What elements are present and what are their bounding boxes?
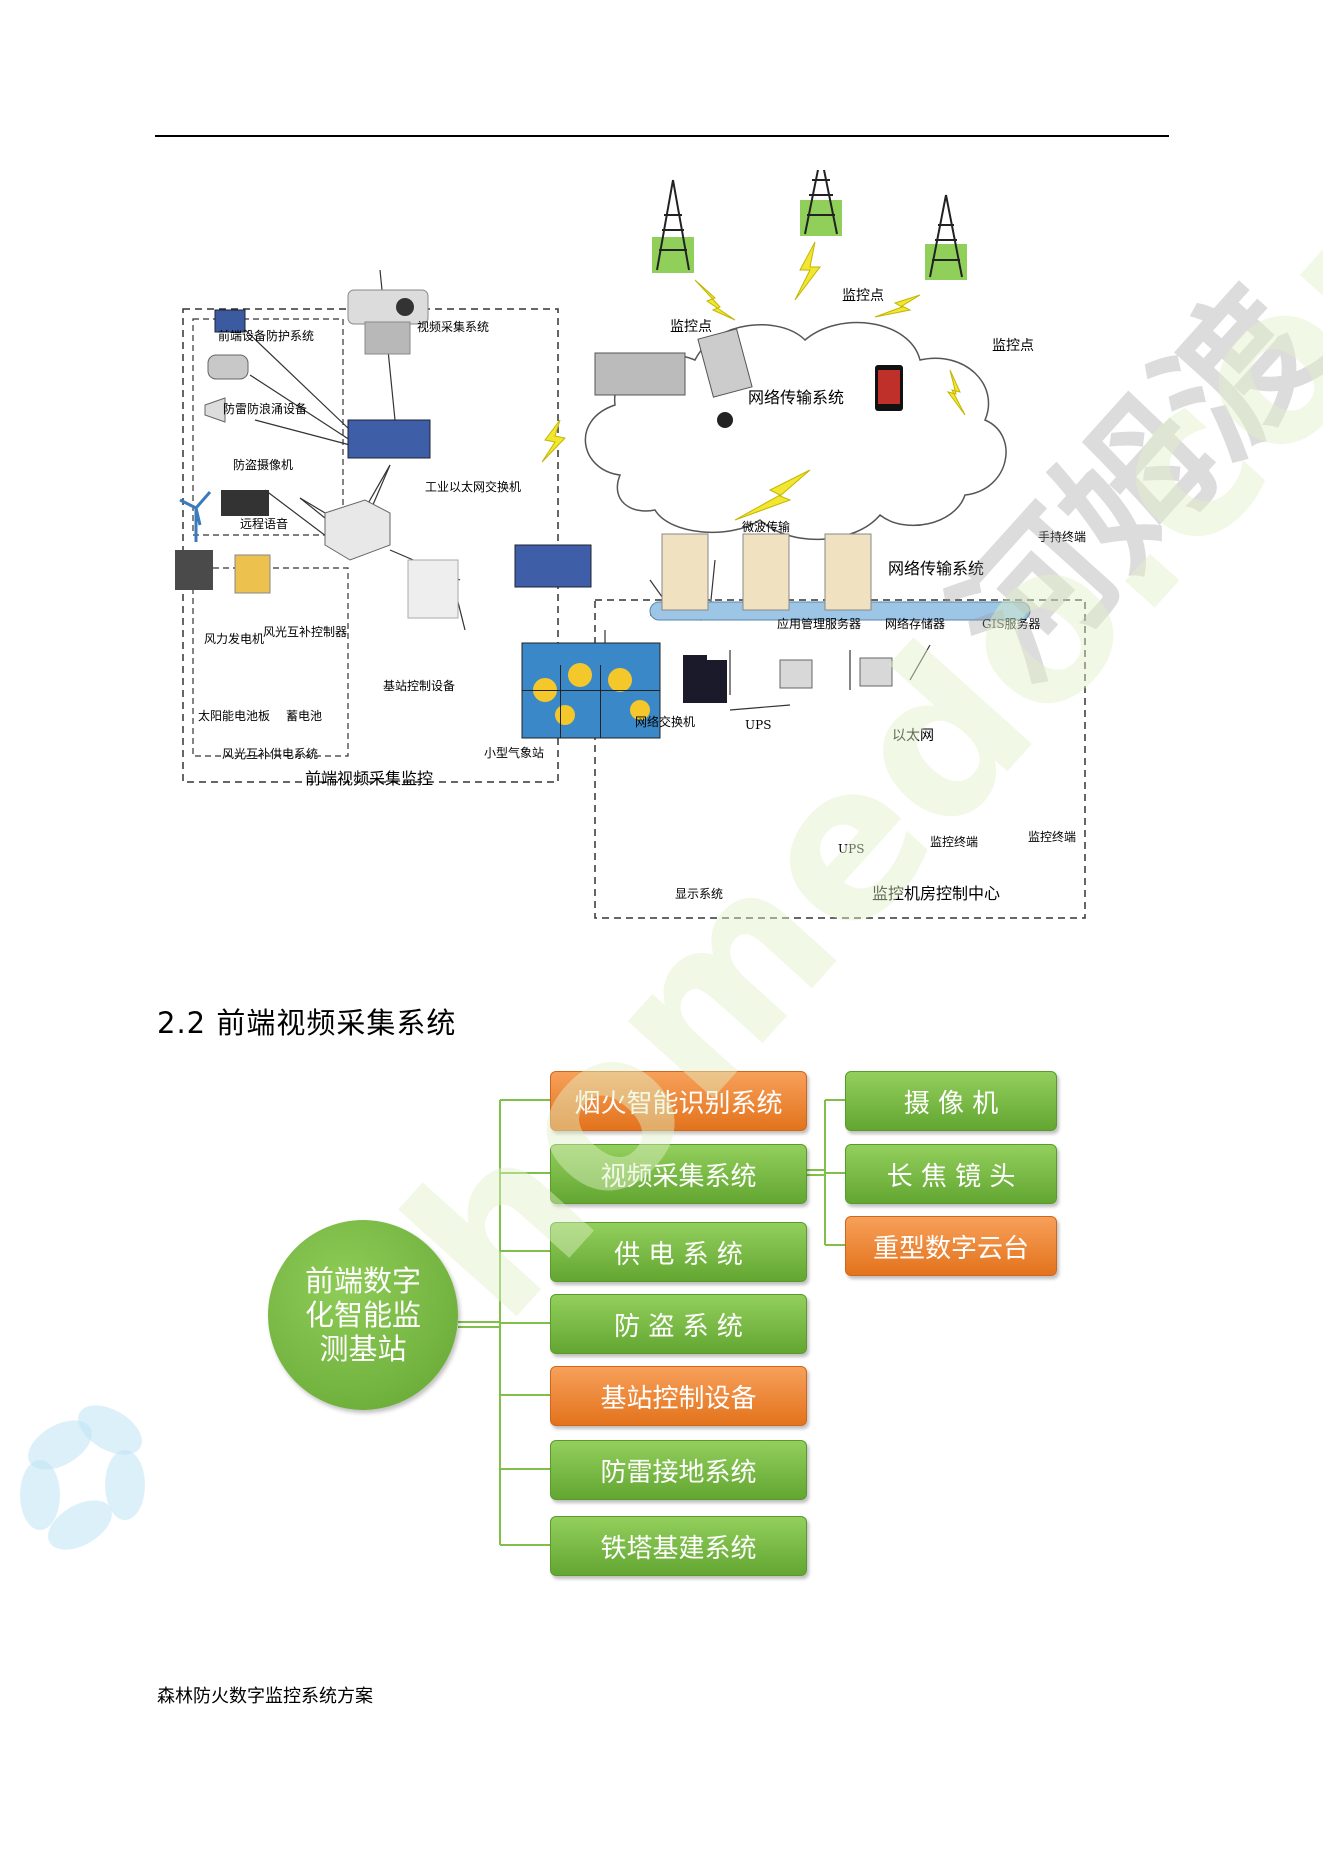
front-station-tree: 前端数字 化智能监 测基站 烟火智能识别系统视频采集系统供 电 系 统防 盗 系…: [260, 1065, 1060, 1585]
weather-station-icon: [407, 559, 459, 619]
label-display-system: 显示系统: [675, 887, 724, 901]
tree-connectors: [458, 1099, 845, 1546]
tree-subnode: 重型数字云台: [845, 1216, 1057, 1276]
tree-node: 基站控制设备: [550, 1366, 807, 1426]
tree-node: 供 电 系 统: [550, 1222, 807, 1282]
section-title: 2.2 前端视频采集系统: [157, 1006, 457, 1040]
label-antitheft-camera: 防盗摄像机: [233, 458, 294, 472]
lightning-bolt-2: [794, 241, 822, 301]
label-wind-generator: 风力发电机: [204, 632, 265, 646]
surge-protector-icon: [214, 309, 246, 333]
label-network-switch: 网络交换机: [635, 715, 696, 729]
lightning-bolt-1: [694, 279, 736, 321]
control-center-box: [594, 599, 1086, 919]
protection-box: [192, 318, 344, 536]
tree-node: 视频采集系统: [550, 1144, 807, 1204]
footer-text: 森林防火数字监控系统方案: [157, 1686, 373, 1707]
station-control-icon: [324, 499, 391, 561]
tower-3: [925, 194, 967, 280]
microwave-device-icon: [594, 352, 686, 396]
solar-panel-icon: [175, 550, 213, 590]
battery-icon: [234, 554, 271, 594]
tower-1: [652, 179, 694, 273]
tree-subnode: 摄 像 机: [845, 1071, 1057, 1131]
network-switch-icon: [514, 544, 592, 588]
tree-node: 防雷接地系统: [550, 1440, 807, 1500]
antitheft-camera-icon: [207, 354, 249, 380]
label-ups: UPS: [838, 842, 865, 856]
lightning-bolt-6: [946, 369, 966, 416]
microwave-antenna-icon: [717, 412, 733, 428]
label-front-protection: 前端设备防护系统: [218, 329, 315, 343]
label-cloud-title: 网络传输系统: [748, 388, 845, 407]
tree-node: 烟火智能识别系统: [550, 1071, 807, 1131]
app-server-icon: [661, 533, 709, 611]
tree-subnode: 长 焦 镜 头: [845, 1144, 1057, 1204]
label-front-video-monitor: 前端视频采集监控: [305, 769, 434, 788]
header-rule: [155, 135, 1169, 137]
label-gis-server: GIS服务器: [982, 617, 1041, 631]
label-remote-voice: 远程语音: [240, 517, 289, 531]
antenna-icon: [697, 328, 753, 398]
controller-icon: [221, 490, 269, 516]
root-node: 前端数字 化智能监 测基站: [268, 1220, 458, 1410]
lightning-bolt-3: [734, 469, 811, 521]
label-station-control: 基站控制设备: [383, 679, 456, 693]
label-hybrid-controller: 风光互补控制器: [263, 625, 348, 639]
label-monitor-terminal-1: 监控终端: [930, 835, 979, 849]
label-monitor-point-2: 监控点: [842, 288, 884, 304]
label-ups-small: UPS: [745, 718, 772, 732]
label-control-center: 监控机房控制中心: [872, 884, 1001, 903]
label-network-system: 网络传输系统: [888, 559, 985, 578]
speaker-icon: [204, 397, 226, 423]
wind-generator-icon: [179, 491, 212, 542]
lightning-bolt-4: [541, 419, 566, 463]
storage-icon: [742, 533, 790, 611]
front-monitor-box: [182, 308, 559, 783]
network-diagram: [175, 170, 1086, 919]
label-battery: 蓄电池: [286, 709, 323, 723]
label-monitor-point-1: 监控点: [670, 319, 712, 335]
label-lightning-device: 防雷防浪涌设备: [223, 402, 308, 416]
gis-server-icon: [824, 533, 872, 611]
label-industrial-switch: 工业以太网交换机: [425, 480, 522, 494]
monitor-terminal-1-icon: [779, 659, 813, 689]
label-app-server: 应用管理服务器: [777, 617, 862, 631]
monitor-terminal-2-icon: [859, 657, 893, 687]
label-weather-station: 小型气象站: [484, 746, 545, 760]
label-hybrid-power-system: 风光互补供电系统: [222, 747, 319, 761]
label-handheld: 手持终端: [1038, 530, 1087, 544]
tree-node: 铁塔基建系统: [550, 1516, 807, 1576]
video-camera-icon: [347, 289, 429, 355]
tower-2: [800, 170, 842, 236]
tree-node: 防 盗 系 统: [550, 1294, 807, 1354]
label-microwave: 微波传输: [742, 520, 791, 534]
sunflower-icon: [533, 663, 650, 725]
ups-icon: [683, 655, 707, 703]
label-video-capture-system: 视频采集系统: [417, 320, 490, 334]
label-solar-panel: 太阳能电池板: [198, 709, 271, 723]
label-monitor-point-3: 监控点: [992, 338, 1034, 354]
label-monitor-terminal-2: 监控终端: [1028, 830, 1077, 844]
label-ethernet: 以太网: [892, 728, 934, 744]
label-network-storage: 网络存储器: [885, 617, 946, 631]
lightning-bolt-5: [874, 294, 921, 318]
power-box: [192, 567, 349, 757]
industrial-switch-icon: [347, 419, 431, 459]
watermark-flower-icon: [20, 1405, 145, 1550]
